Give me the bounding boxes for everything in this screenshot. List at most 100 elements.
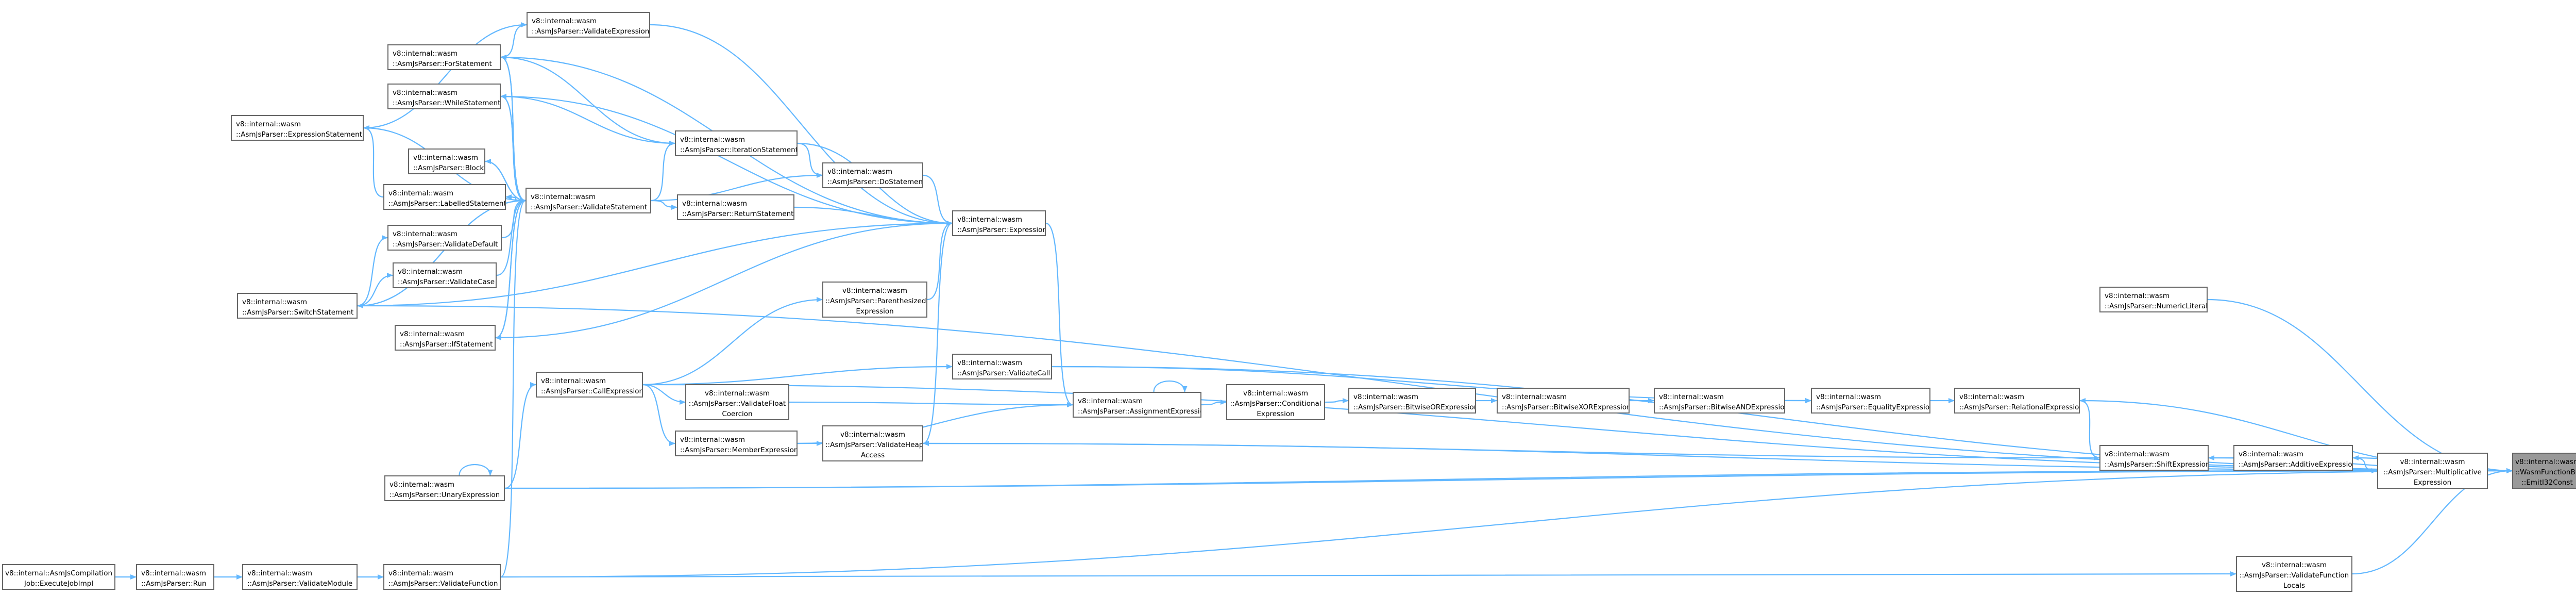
node-label: v8::internal::wasm — [682, 200, 748, 208]
node-while-statement[interactable]: v8::internal::wasm ::AsmJsParser::WhileS… — [387, 84, 501, 109]
node-label: ::AsmJsParser::IfStatement — [400, 340, 493, 349]
node-switch-statement[interactable]: v8::internal::wasm ::AsmJsParser::Switch… — [237, 293, 358, 319]
node-conditional-expression[interactable]: v8::internal::wasm ::AsmJsParser::Condit… — [1226, 384, 1325, 420]
node-label: v8::internal::wasm — [398, 268, 463, 276]
node-label: v8::internal::wasm — [541, 377, 606, 385]
node-label: ::AsmJsParser::ValidateDefault — [393, 240, 498, 249]
node-asmjs-compilation-job-execute[interactable]: v8::internal::AsmJsCompilation Job::Exec… — [2, 564, 115, 590]
edge-vfunc-to-emit — [500, 468, 2513, 578]
edge-switch-to-vdefault — [357, 235, 388, 307]
edge-block-to-vstmt — [485, 160, 526, 203]
node-additive-expression[interactable]: v8::internal::wasm ::AsmJsParser::Additi… — [2233, 445, 2353, 471]
node-label: ::AsmJsParser::MemberExpression — [680, 446, 798, 454]
node-label: v8::internal::wasm — [957, 216, 1023, 224]
node-validate-heap-access[interactable]: v8::internal::wasm ::AsmJsParser::Valida… — [822, 425, 923, 461]
edge-cond-to-bor — [1325, 398, 1349, 404]
node-bitwise-xor-expression[interactable]: v8::internal::wasm ::AsmJsParser::Bitwis… — [1497, 388, 1630, 414]
node-unary-expression[interactable]: v8::internal::wasm ::AsmJsParser::UnaryE… — [384, 475, 505, 501]
node-label: ::AsmJsParser::ValidateFunction — [2239, 571, 2349, 580]
node-member-expression[interactable]: v8::internal::wasm ::AsmJsParser::Member… — [675, 431, 798, 456]
node-label: v8::internal::wasm — [388, 189, 454, 197]
node-validate-expression[interactable]: v8::internal::wasm ::AsmJsParser::Valida… — [527, 12, 650, 38]
node-label: ::AsmJsParser::AdditiveExpression — [2239, 460, 2353, 469]
node-label: v8::internal::wasm — [1078, 397, 1143, 405]
node-validate-default[interactable]: v8::internal::wasm ::AsmJsParser::Valida… — [387, 225, 502, 251]
node-validate-function-locals[interactable]: v8::internal::wasm ::AsmJsParser::Valida… — [2236, 556, 2352, 592]
node-label: ::AsmJsParser::ValidateModule — [247, 580, 353, 588]
node-label: ::AsmJsParser::ExpressionStatement — [236, 130, 362, 139]
node-label: ::AsmJsParser::ValidateFloat — [688, 400, 786, 408]
node-label: v8::internal::wasm — [247, 569, 313, 577]
node-label: v8::internal::wasm — [1502, 393, 1567, 401]
node-label: v8::internal::wasm — [680, 436, 745, 444]
node-multiplicative-expression[interactable]: v8::internal::wasm ::AsmJsParser::Multip… — [2377, 453, 2488, 489]
edge-forstmt-to-vstmt — [500, 56, 526, 203]
node-do-statement[interactable]: v8::internal::wasm ::AsmJsParser::DoStat… — [822, 162, 923, 188]
node-numeric-literal[interactable]: v8::internal::wasm ::AsmJsParser::Numeri… — [2099, 287, 2208, 312]
node-validate-call[interactable]: v8::internal::wasm ::AsmJsParser::Valida… — [952, 354, 1052, 379]
edge-callexpr-to-member — [642, 384, 675, 446]
node-label: ::AsmJsParser::BitwiseXORExpression — [1502, 403, 1630, 411]
node-validate-statement[interactable]: v8::internal::wasm ::AsmJsParser::Valida… — [526, 188, 651, 213]
node-label: ::EmitI32Const — [2521, 478, 2573, 487]
edge-switch-to-expr — [357, 221, 953, 307]
node-validate-float-coercion[interactable]: v8::internal::wasm ::AsmJsParser::Valida… — [685, 384, 789, 420]
edge-vstmt-to-iter — [651, 141, 675, 202]
node-label: v8::internal::wasm — [1816, 393, 1882, 401]
node-shift-expression[interactable]: v8::internal::wasm ::AsmJsParser::ShiftE… — [2099, 445, 2209, 471]
node-label: v8::internal::wasm — [842, 287, 908, 295]
node-label: Expression — [856, 307, 894, 316]
node-label: Access — [860, 451, 885, 459]
node-label: ::AsmJsParser::ValidateExpression — [532, 27, 650, 36]
node-call-expression[interactable]: v8::internal::wasm ::AsmJsParser::CallEx… — [536, 372, 643, 398]
node-bitwise-and-expression[interactable]: v8::internal::wasm ::AsmJsParser::Bitwis… — [1654, 388, 1785, 414]
edge-labelled-to-exprstmt — [363, 125, 384, 198]
node-label: ::AsmJsParser::CallExpression — [541, 387, 643, 395]
node-validate-module[interactable]: v8::internal::wasm ::AsmJsParser::Valida… — [242, 564, 358, 590]
node-label: ::AsmJsParser::Block — [413, 164, 484, 172]
node-label: v8::internal::wasm — [393, 230, 458, 238]
node-label: v8::internal::wasm — [1659, 393, 1724, 401]
node-expression-statement[interactable]: v8::internal::wasm ::AsmJsParser::Expres… — [231, 115, 364, 141]
edge-switch-to-vcase — [357, 273, 393, 307]
node-label: v8::internal::wasm — [2105, 450, 2170, 458]
node-iteration-statement[interactable]: v8::internal::wasm ::AsmJsParser::Iterat… — [675, 130, 798, 156]
node-relational-expression[interactable]: v8::internal::wasm ::AsmJsParser::Relati… — [1954, 388, 2080, 414]
node-label: Coercion — [722, 410, 753, 418]
edge-paren-to-expr — [927, 221, 953, 301]
node-block[interactable]: v8::internal::wasm ::AsmJsParser::Block — [408, 148, 485, 174]
node-label: ::AsmJsParser::ValidateFunction — [388, 580, 498, 588]
node-label: ::AsmJsParser::Parenthesized — [825, 297, 926, 305]
node-equality-expression[interactable]: v8::internal::wasm ::AsmJsParser::Equali… — [1811, 388, 1930, 414]
node-label: ::AsmJsParser::ValidateHeap — [825, 441, 923, 449]
node-label: ::AsmJsParser::SwitchStatement — [242, 308, 354, 317]
node-label: ::AsmJsParser::NumericLiteral — [2105, 302, 2208, 310]
node-validate-function[interactable]: v8::internal::wasm ::AsmJsParser::Valida… — [383, 564, 501, 590]
edge-unary-to-mult — [504, 468, 2378, 489]
edge-vexpr-to-expr — [650, 24, 953, 226]
node-if-statement[interactable]: v8::internal::wasm ::AsmJsParser::IfStat… — [395, 325, 496, 351]
node-assignment-expression[interactable]: v8::internal::wasm ::AsmJsParser::Assign… — [1073, 392, 1201, 418]
node-parenthesized-expression[interactable]: v8::internal::wasm ::AsmJsParser::Parent… — [822, 282, 927, 318]
edge-callexpr-to-vcall — [642, 364, 953, 386]
node-label: ::AsmJsParser::ValidateCall — [957, 369, 1050, 377]
node-expression[interactable]: v8::internal::wasm ::AsmJsParser::Expres… — [952, 210, 1046, 236]
node-label: ::AsmJsParser::Expression — [957, 226, 1046, 234]
edge-expr-to-assign — [1045, 222, 1073, 407]
edge-vstmt-to-ret — [651, 200, 677, 210]
node-for-statement[interactable]: v8::internal::wasm ::AsmJsParser::ForSta… — [387, 44, 501, 70]
node-labelled-statement[interactable]: v8::internal::wasm ::AsmJsParser::Labell… — [383, 184, 506, 210]
node-return-statement[interactable]: v8::internal::wasm ::AsmJsParser::Return… — [677, 194, 794, 220]
node-label: ::AsmJsParser::IterationStatement — [680, 146, 798, 154]
node-run[interactable]: v8::internal::wasm ::AsmJsParser::Run — [136, 564, 214, 590]
node-validate-case[interactable]: v8::internal::wasm ::AsmJsParser::Valida… — [393, 262, 497, 288]
node-label: ::AsmJsParser::EqualityExpression — [1816, 403, 1930, 411]
edge-expr-to-vheap — [923, 222, 953, 446]
node-label: ::AsmJsParser::BitwiseANDExpression — [1659, 403, 1785, 411]
edge-assign-to-assign — [1153, 381, 1188, 392]
node-label: v8::internal::wasm — [957, 359, 1023, 367]
node-emit-i32-const[interactable]: v8::internal::wasm ::WasmFunctionBuilder… — [2512, 453, 2576, 489]
edge-dostmt-to-expr — [923, 174, 953, 226]
node-bitwise-or-expression[interactable]: v8::internal::wasm ::AsmJsParser::Bitwis… — [1348, 388, 1476, 414]
